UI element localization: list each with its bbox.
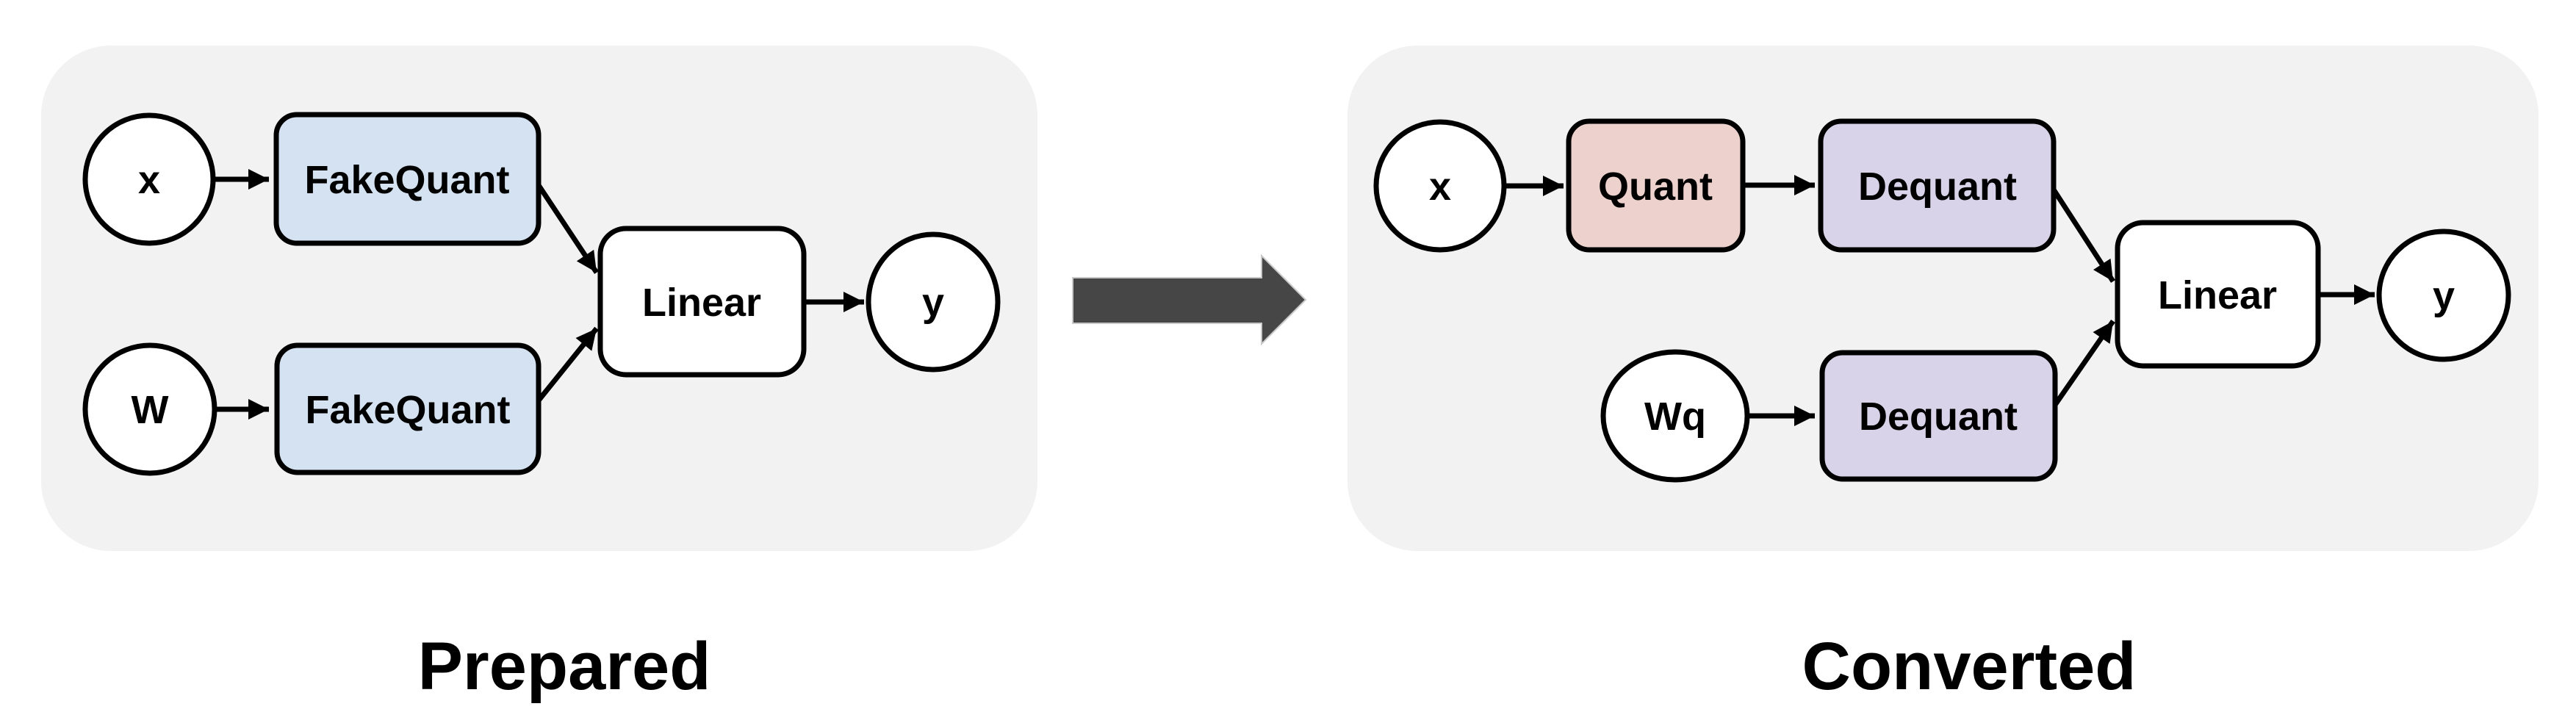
wq-node-ellipse (1600, 349, 1750, 483)
node-w-weight: W (82, 342, 217, 476)
wq-node-label: Wq (1644, 395, 1706, 439)
dequant-weight-label: Dequant (1859, 395, 2018, 439)
x-node-ellipse (82, 112, 216, 246)
y-converted-label: y (2433, 274, 2455, 318)
node-linear-prepared: Linear (597, 226, 807, 378)
edge-fakequant-activation-to-linear-arrow (536, 184, 599, 274)
node-linear-converted: Linear (2115, 220, 2321, 369)
quant-box (1566, 118, 1746, 253)
node-x-input: x (82, 112, 216, 246)
edge-fakequant-weight-to-linear-arrow (536, 326, 599, 403)
dequant-weight-box (1819, 350, 2058, 482)
node-fakequant-activation: FakeQuant (273, 112, 542, 246)
w-node-label: W (132, 388, 169, 432)
converted-caption: Converted (1802, 629, 2137, 704)
linear-prepared-box (597, 226, 807, 378)
w-node-ellipse (82, 342, 217, 476)
fakequant-weight-box (274, 342, 542, 475)
x-converted-ellipse (1373, 119, 1507, 253)
node-dequant-activation: Dequant (1818, 118, 2057, 253)
node-wq-weight: Wq (1600, 349, 1750, 483)
edge-dequant-weight-to-linear-arrow (2053, 320, 2115, 406)
linear-prepared-label: Linear (642, 281, 761, 325)
linear-converted-box (2115, 220, 2321, 369)
x-node-label: x (138, 158, 160, 202)
prepared-caption: Prepared (418, 629, 711, 704)
fakequant-weight-label: FakeQuant (305, 388, 510, 432)
quant-label: Quant (1598, 165, 1713, 209)
fakequant-activation-box (273, 112, 542, 246)
y-converted-ellipse (2376, 229, 2511, 362)
prepared-panel: x FakeQuant W FakeQuant Linear y (41, 46, 1037, 551)
y-prepared-label: y (922, 281, 944, 325)
conversion-arrow-icon (1072, 253, 1307, 346)
node-fakequant-weight: FakeQuant (274, 342, 542, 475)
node-x-input-converted: x (1373, 119, 1507, 253)
dequant-activation-label: Dequant (1858, 165, 2017, 209)
x-converted-label: x (1429, 165, 1451, 209)
node-dequant-weight: Dequant (1819, 350, 2058, 482)
dequant-activation-box (1818, 118, 2057, 253)
node-y-output-converted: y (2376, 229, 2511, 362)
node-quant: Quant (1566, 118, 1746, 253)
node-y-output-prepared: y (866, 231, 1001, 373)
edge-dequant-activation-to-linear-arrow (2051, 188, 2115, 283)
fakequant-activation-label: FakeQuant (304, 158, 509, 202)
y-prepared-ellipse (866, 231, 1001, 373)
converted-panel: x Quant Dequant Wq Dequant Linear y (1348, 46, 2539, 551)
linear-converted-label: Linear (2158, 273, 2277, 317)
